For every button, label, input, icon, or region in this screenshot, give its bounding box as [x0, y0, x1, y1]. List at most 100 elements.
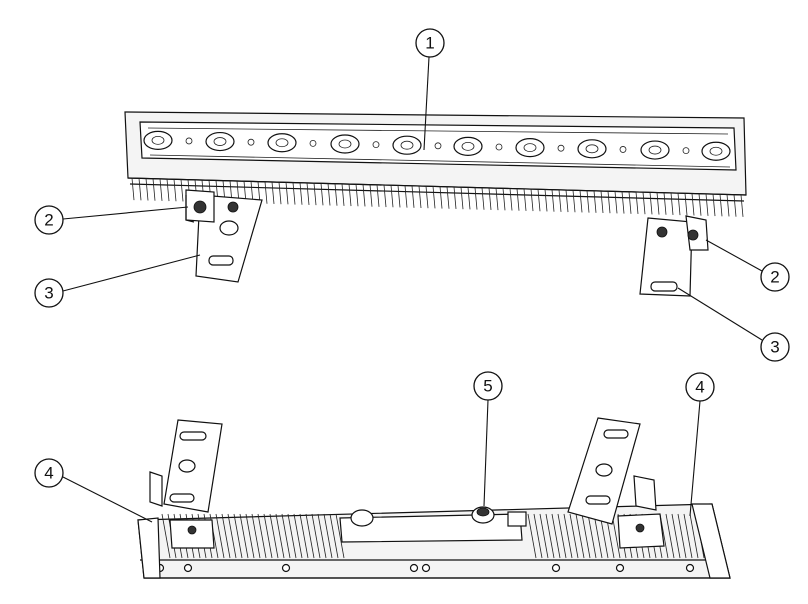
fin	[551, 513, 561, 559]
fin	[271, 181, 275, 204]
fin	[166, 179, 170, 202]
lens-screw	[557, 144, 565, 152]
fin	[621, 191, 625, 214]
rear-bracket-left	[149, 419, 223, 549]
lens-screw	[372, 141, 380, 149]
screw	[183, 563, 193, 573]
fin	[299, 513, 309, 559]
fin	[579, 190, 583, 213]
lens-screw	[247, 138, 255, 146]
fin	[572, 190, 576, 213]
bracket-left	[185, 189, 263, 283]
led-lens-inner	[648, 145, 662, 155]
fin	[656, 192, 660, 215]
fin	[593, 190, 597, 213]
fin	[281, 513, 291, 559]
fin	[677, 193, 681, 216]
led-lens	[515, 138, 545, 158]
bracket-right	[639, 215, 709, 297]
fin	[557, 513, 567, 559]
screw	[421, 563, 431, 573]
fin	[329, 513, 339, 559]
fin	[558, 189, 562, 212]
led-lens	[392, 135, 422, 155]
led-bar-rear-view	[137, 417, 731, 579]
lens-screw	[185, 137, 193, 145]
screw	[685, 563, 695, 573]
callout-3-left-label: 3	[44, 284, 53, 303]
fin	[369, 184, 373, 207]
fin	[691, 193, 695, 216]
callout-5-label: 5	[483, 377, 492, 396]
fin	[269, 513, 279, 559]
fin	[239, 513, 249, 559]
fin	[131, 178, 135, 201]
fin	[348, 184, 352, 207]
fin	[684, 193, 688, 216]
callout-3-right-circle	[760, 332, 790, 362]
callout-2-right-label: 2	[770, 268, 779, 287]
led-lens	[143, 130, 173, 150]
callout-2-left-circle	[34, 205, 64, 235]
fin	[740, 194, 744, 217]
fin	[460, 187, 464, 210]
callout-4-right-label: 4	[695, 378, 704, 397]
fin	[278, 182, 282, 205]
fin	[586, 190, 590, 213]
fin	[537, 189, 541, 212]
fin	[587, 513, 597, 559]
fin	[215, 513, 225, 559]
fin	[551, 189, 555, 212]
fin	[299, 182, 303, 205]
fin	[628, 191, 632, 214]
fin	[677, 513, 687, 559]
callout-5-circle	[473, 371, 503, 401]
callout-1-label: 1	[425, 34, 434, 53]
knob-right-hub	[687, 229, 699, 241]
callout-4-right-circle	[685, 372, 715, 402]
fin	[569, 513, 579, 559]
fin	[411, 185, 415, 208]
fin	[323, 513, 333, 559]
fin	[544, 189, 548, 212]
fin	[495, 188, 499, 211]
fin	[285, 182, 289, 205]
led-lens	[267, 133, 297, 153]
fin	[287, 513, 297, 559]
led-lens	[701, 141, 731, 161]
callout-4-left-circle	[34, 458, 64, 488]
fin	[689, 513, 699, 559]
led-lens-inner	[213, 137, 227, 146]
fin	[509, 188, 513, 211]
fin	[355, 184, 359, 207]
led-lens-inner	[338, 139, 352, 149]
fin	[418, 185, 422, 209]
fin	[264, 181, 268, 204]
led-lens-inner	[523, 143, 537, 153]
fin	[320, 183, 324, 206]
fin	[327, 183, 331, 206]
fin	[425, 186, 429, 209]
led-lenses	[143, 130, 731, 161]
led-lens	[577, 139, 607, 159]
callout-3-right-label: 3	[770, 338, 779, 357]
fin	[292, 182, 296, 205]
screw	[615, 563, 625, 573]
lens-screw	[495, 143, 503, 151]
fin	[523, 188, 527, 211]
led-lens	[640, 140, 670, 160]
fin	[575, 513, 585, 559]
fin	[453, 186, 457, 210]
knob-left-hub	[193, 200, 207, 214]
fin	[334, 183, 338, 206]
fin	[719, 194, 723, 217]
fin	[245, 513, 255, 559]
fin	[565, 190, 569, 213]
fin	[671, 513, 681, 559]
fin	[705, 193, 709, 216]
fin	[251, 513, 261, 559]
callout-1-circle	[415, 28, 445, 58]
fin	[481, 187, 485, 210]
fin	[335, 513, 345, 559]
